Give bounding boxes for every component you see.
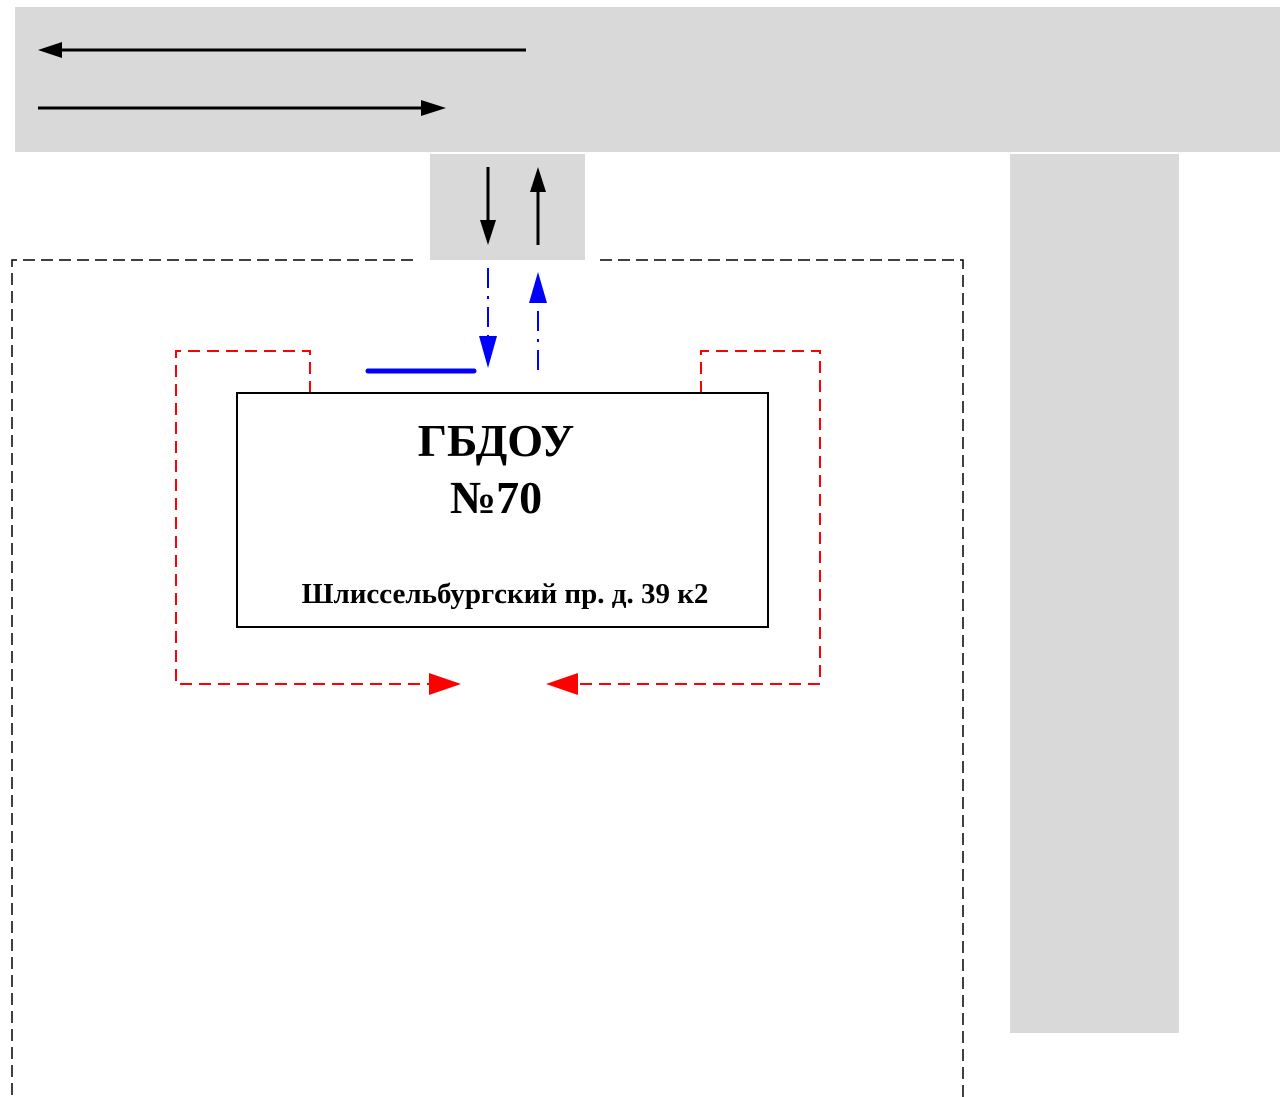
pedestrian-route-left — [175, 350, 430, 685]
side-road — [1010, 154, 1179, 1033]
pedestrian-route-left-arrowhead — [429, 673, 461, 695]
building-number: №70 — [450, 472, 542, 523]
driveway-arrow-up — [530, 167, 546, 245]
territory-boundary-right — [600, 259, 964, 1097]
main-road-arrow-left — [38, 42, 526, 58]
pedestrian-route-right — [578, 350, 821, 685]
pedestrian-route-right-arrowhead — [546, 673, 578, 695]
main-road — [15, 7, 1280, 152]
building-name: ГБДОУ — [418, 415, 575, 466]
main-road-arrow-right — [38, 100, 446, 116]
driveway-arrow-down — [480, 167, 496, 245]
building-address: Шлиссельбургский пр. д. 39 к2 — [302, 578, 709, 610]
driveway-road — [430, 154, 585, 260]
territory-boundary — [11, 259, 413, 1097]
vehicle-in-arrow — [479, 268, 497, 368]
building-outline — [236, 392, 769, 628]
vehicle-out-arrow — [529, 272, 547, 370]
